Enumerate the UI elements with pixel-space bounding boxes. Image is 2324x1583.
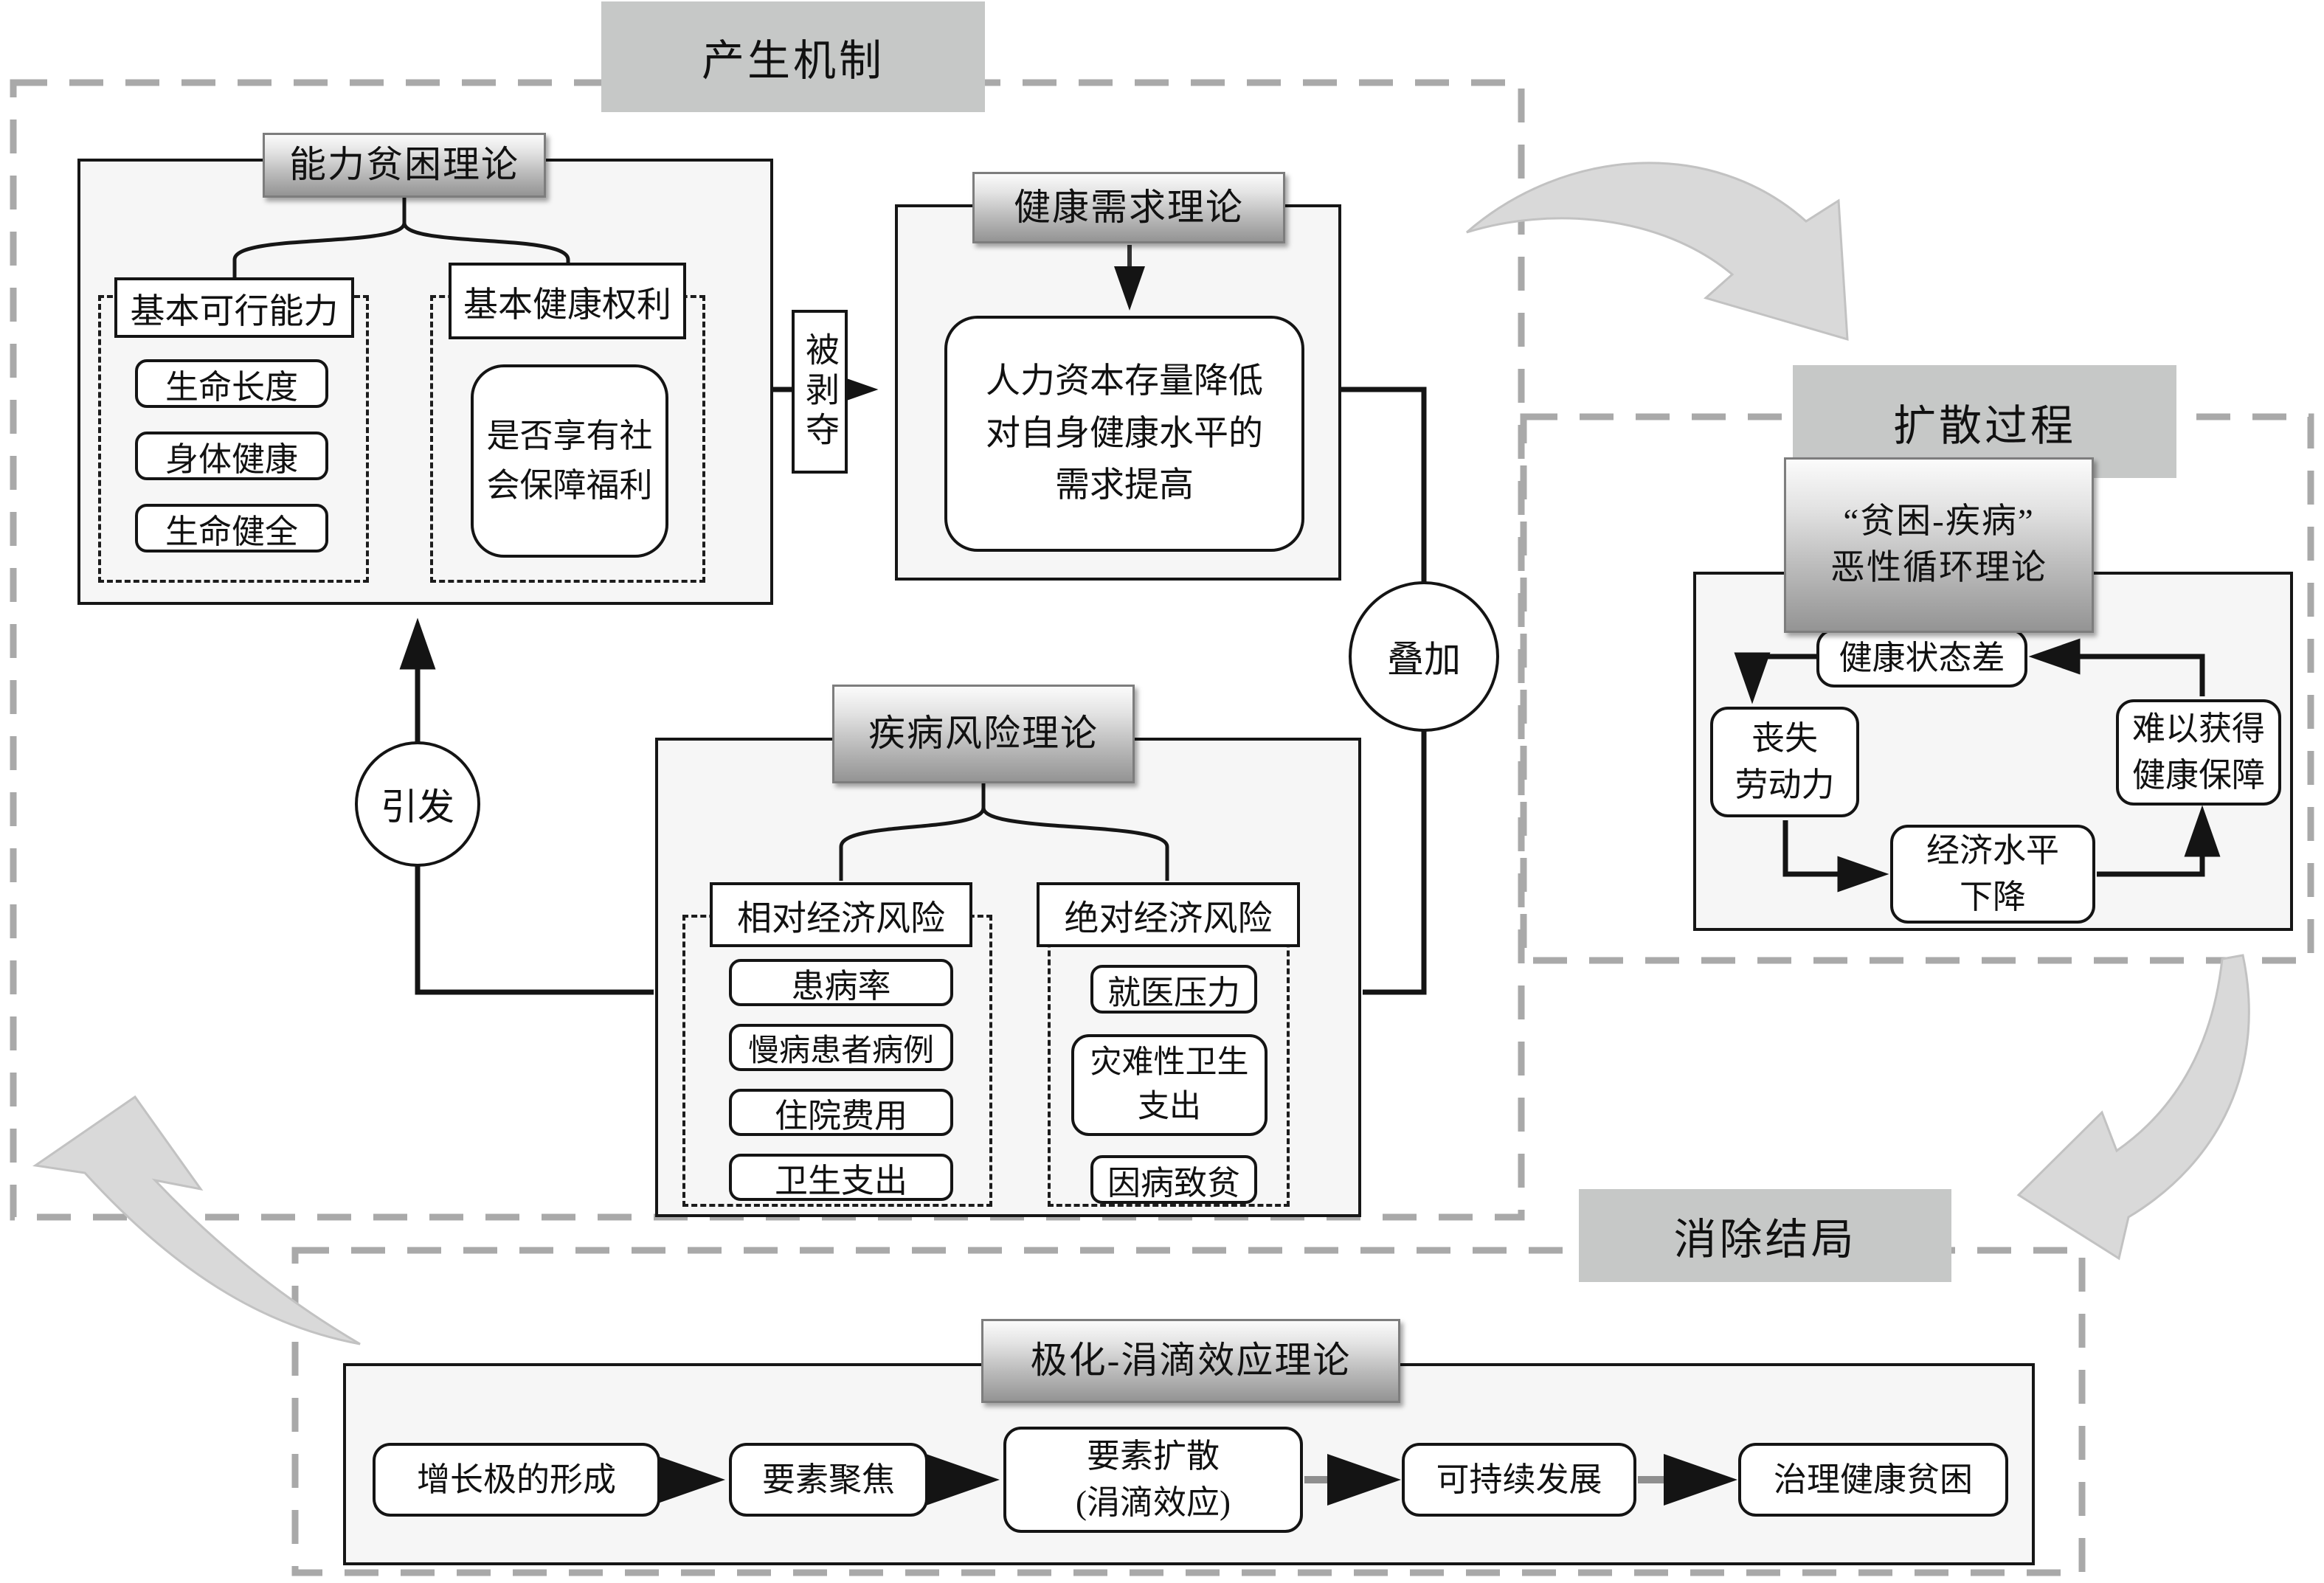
capability-item-life-integrity: 生命健全 bbox=[135, 504, 328, 553]
capability-left-header-label: 基本可行能力 bbox=[130, 292, 339, 331]
risk-item-hospital-cost: 住院费用 bbox=[729, 1089, 953, 1136]
health-demand-title: 健康需求理论 bbox=[972, 172, 1285, 243]
health-demand-title-label: 健康需求理论 bbox=[1014, 186, 1244, 228]
capability-right-header: 基本健康权利 bbox=[449, 263, 686, 339]
risk-item-prevalence: 患病率 bbox=[729, 959, 953, 1006]
capability-item-physical-health: 身体健康 bbox=[135, 432, 328, 480]
cycle-node-line2: 下降 bbox=[1959, 879, 2026, 915]
human-capital-line1: 人力资本存量降低 bbox=[986, 362, 1263, 401]
vicious-cycle-title: “贫困-疾病” 恶性循环理论 bbox=[1784, 457, 2094, 633]
absolute-risk-header: 绝对经济风险 bbox=[1037, 882, 1300, 947]
flow-step-sustainable-development: 可持续发展 bbox=[1402, 1443, 1636, 1517]
capability-title: 能力贫困理论 bbox=[263, 133, 546, 198]
risk-item-line1: 灾难性卫生 bbox=[1090, 1045, 1249, 1080]
absolute-risk-header-label: 绝对经济风险 bbox=[1064, 899, 1273, 938]
elimination-section-border bbox=[291, 1247, 2086, 1576]
capability-left-header: 基本可行能力 bbox=[114, 277, 354, 338]
social-security-line1: 是否享有社 bbox=[486, 417, 653, 454]
flow-step-label: 增长极的形成 bbox=[416, 1461, 616, 1498]
risk-item-label: 住院费用 bbox=[774, 1097, 907, 1135]
deprived-label-box: 被剥夺 bbox=[792, 310, 848, 474]
capability-title-label: 能力贫困理论 bbox=[289, 144, 519, 186]
relative-risk-header-label: 相对经济风险 bbox=[737, 899, 945, 938]
risk-item-label: 卫生支出 bbox=[774, 1162, 907, 1199]
relative-risk-header: 相对经济风险 bbox=[710, 882, 972, 947]
capability-item-label: 生命健全 bbox=[165, 513, 298, 550]
risk-item-line2: 支出 bbox=[1138, 1090, 1201, 1124]
capability-brace bbox=[232, 198, 570, 280]
cycle-node-no-health-security: 难以获得 健康保障 bbox=[2116, 699, 2281, 806]
overlay-circle-label: 叠加 bbox=[1387, 639, 1461, 680]
human-capital-box: 人力资本存量降低 对自身健康水平的 需求提高 bbox=[944, 316, 1304, 552]
flow-step-govern-health-poverty: 治理健康贫困 bbox=[1738, 1443, 2008, 1517]
risk-item-health-expenditure: 卫生支出 bbox=[729, 1154, 953, 1201]
cycle-arrows bbox=[1734, 638, 2221, 893]
elimination-section-title-label: 消除结局 bbox=[1673, 1216, 1857, 1264]
curved-arrow-diffusion-to-elimination bbox=[2016, 954, 2250, 1261]
deprived-label: 被剥夺 bbox=[801, 332, 839, 451]
cycle-node-line1: 经济水平 bbox=[1926, 832, 2059, 869]
cycle-node-line2: 健康保障 bbox=[2131, 757, 2265, 794]
overlay-top-connector bbox=[1341, 387, 1427, 583]
human-capital-line2: 对自身健康水平的 bbox=[986, 414, 1263, 453]
trigger-down-connector bbox=[415, 865, 654, 995]
curved-arrow-generation-to-diffusion bbox=[1466, 162, 1849, 342]
generation-section-title: 产生机制 bbox=[601, 1, 985, 112]
flow-step-label: 可持续发展 bbox=[1436, 1461, 1602, 1498]
risk-item-chronic-cases: 慢病患者病例 bbox=[729, 1024, 953, 1071]
risk-item-illness-poverty: 因病致贫 bbox=[1090, 1155, 1257, 1204]
disease-risk-brace bbox=[839, 783, 1169, 881]
risk-item-label: 因病致贫 bbox=[1107, 1164, 1240, 1202]
flow-step-growth-pole: 增长极的形成 bbox=[373, 1443, 660, 1517]
elimination-section-title: 消除结局 bbox=[1579, 1189, 1951, 1282]
cycle-node-poor-health: 健康状态差 bbox=[1816, 628, 2027, 687]
human-capital-line3: 需求提高 bbox=[1055, 466, 1194, 505]
risk-item-catastrophic-expenditure: 灾难性卫生 支出 bbox=[1071, 1034, 1268, 1136]
cycle-node-line1: 丧失 bbox=[1751, 720, 1818, 757]
cycle-node-line2: 劳动力 bbox=[1735, 766, 1835, 803]
overlay-bottom-connector bbox=[1363, 730, 1427, 995]
flow-step-label: 要素聚焦 bbox=[761, 1461, 895, 1498]
capability-item-life-length: 生命长度 bbox=[135, 359, 328, 408]
polarization-title-label: 极化-涓滴效应理论 bbox=[1030, 1340, 1352, 1382]
disease-risk-title: 疾病风险理论 bbox=[832, 685, 1135, 783]
capability-item-label: 身体健康 bbox=[165, 440, 298, 478]
risk-item-medical-pressure: 就医压力 bbox=[1090, 965, 1257, 1014]
risk-item-label: 患病率 bbox=[791, 967, 891, 1005]
flow-step-line2: (涓滴效应) bbox=[1076, 1484, 1231, 1521]
flow-step-factor-diffusion: 要素扩散 (涓滴效应) bbox=[1003, 1427, 1303, 1533]
overlay-circle: 叠加 bbox=[1349, 581, 1499, 732]
generation-section-title-label: 产生机制 bbox=[701, 37, 885, 85]
cycle-node-labor-loss: 丧失 劳动力 bbox=[1710, 707, 1859, 817]
cycle-node-label: 健康状态差 bbox=[1839, 639, 2005, 676]
diffusion-section-title-label: 扩散过程 bbox=[1892, 401, 2076, 450]
polarization-title: 极化-涓滴效应理论 bbox=[981, 1319, 1400, 1403]
trigger-circle-label: 引发 bbox=[381, 786, 454, 828]
trigger-circle: 引发 bbox=[355, 741, 480, 867]
social-security-line2: 会保障福利 bbox=[486, 467, 653, 504]
curved-arrow-elimination-to-generation bbox=[32, 1095, 361, 1345]
risk-item-label: 慢病患者病例 bbox=[747, 1033, 934, 1068]
risk-item-label: 就医压力 bbox=[1107, 974, 1240, 1011]
disease-risk-title-label: 疾病风险理论 bbox=[868, 713, 1099, 755]
social-security-box: 是否享有社 会保障福利 bbox=[471, 364, 668, 558]
flow-step-line1: 要素扩散 bbox=[1086, 1438, 1220, 1475]
flow-step-factor-focus: 要素聚焦 bbox=[729, 1443, 928, 1517]
vicious-cycle-title-line2: 恶性循环理论 bbox=[1830, 549, 2047, 587]
cycle-node-line1: 难以获得 bbox=[2131, 710, 2265, 747]
cycle-node-economic-decline: 经济水平 下降 bbox=[1890, 825, 2095, 924]
capability-item-label: 生命长度 bbox=[165, 368, 298, 406]
vicious-cycle-title-line1: “贫困-疾病” bbox=[1843, 502, 2035, 541]
capability-right-header-label: 基本健康权利 bbox=[463, 285, 671, 325]
flow-step-label: 治理健康贫困 bbox=[1773, 1461, 1973, 1498]
